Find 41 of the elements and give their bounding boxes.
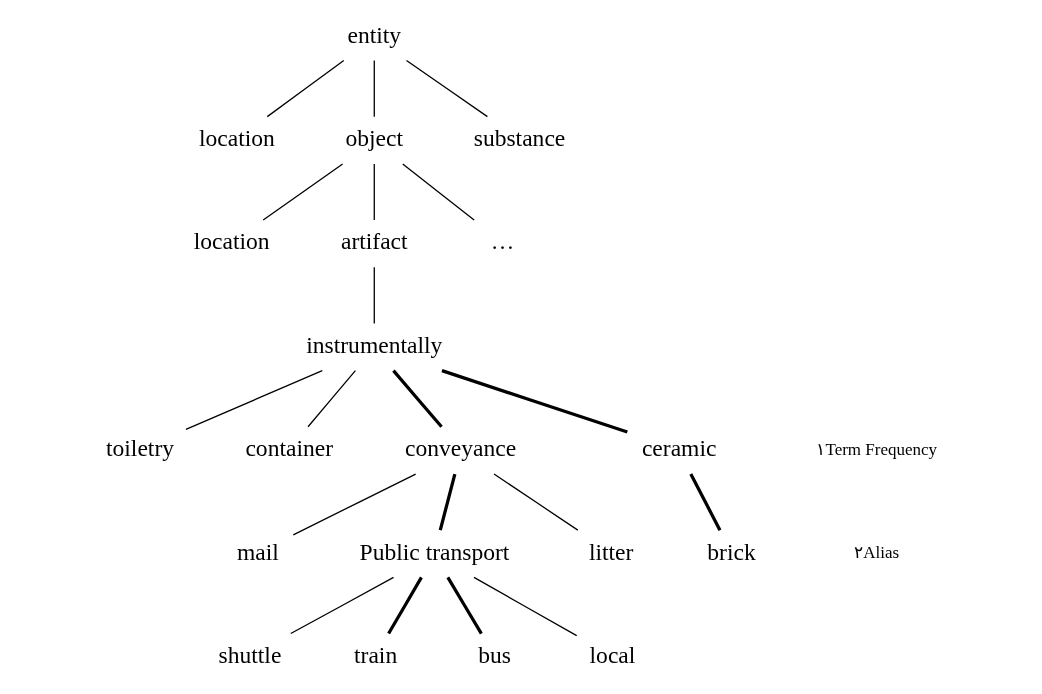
node-text: container: [244, 435, 333, 462]
connector: [262, 163, 343, 221]
connector: [289, 576, 394, 635]
label: ۲Alias: [853, 543, 899, 563]
connector: [306, 370, 356, 428]
node-text: brick: [706, 538, 756, 565]
node-text: instrumentally: [305, 331, 442, 358]
connector: [472, 576, 577, 637]
node-text: shuttle: [218, 641, 281, 668]
connector: [391, 369, 443, 428]
node-text: location: [198, 125, 275, 151]
connector: [492, 473, 578, 531]
node-text: substance: [473, 125, 565, 151]
connector: [373, 266, 375, 325]
connector: [292, 473, 416, 536]
node-text: entity: [346, 21, 401, 48]
node-text: conveyance: [404, 435, 516, 462]
connector: [184, 370, 323, 430]
connector: [266, 59, 344, 118]
node-text: ceramic: [641, 435, 716, 462]
node-text: bus: [477, 641, 511, 668]
connector: [386, 576, 423, 635]
node-text: local: [589, 641, 635, 668]
node-text: object: [345, 125, 403, 151]
connector: [405, 59, 488, 118]
node-text: Public transport: [359, 538, 509, 565]
connector: [688, 473, 721, 531]
node-text: location: [193, 228, 270, 255]
connector: [373, 163, 375, 221]
node-text: train: [353, 641, 397, 668]
node-text: litter: [588, 538, 633, 565]
node-text: …: [490, 228, 514, 255]
node-text: toiletry: [105, 435, 174, 462]
connector: [438, 473, 456, 531]
connector: [401, 163, 475, 221]
label: ۱Term Frequency: [815, 439, 937, 459]
node-text: mail: [236, 538, 279, 565]
connector: [445, 576, 483, 635]
connector: [373, 59, 375, 118]
connector: [440, 369, 628, 434]
node-text: artifact: [340, 228, 408, 255]
